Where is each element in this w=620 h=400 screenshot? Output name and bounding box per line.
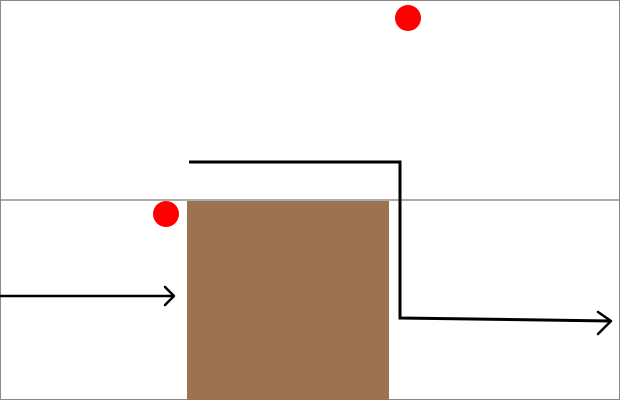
red-dot-left	[153, 201, 179, 227]
arrow-right-icon	[596, 310, 613, 336]
stepped-path-line	[189, 160, 612, 323]
brown-block	[187, 201, 389, 400]
entry-arrow	[0, 285, 176, 307]
arrow-right-icon	[163, 285, 176, 307]
stepped-path-arrow	[189, 160, 613, 336]
red-dot-top	[395, 5, 421, 31]
